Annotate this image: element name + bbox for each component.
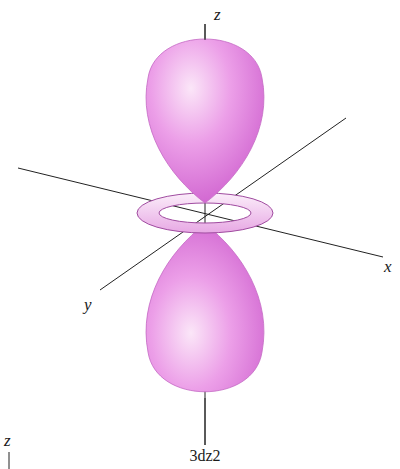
z-axis-bottom bbox=[205, 398, 206, 445]
axis-label: z bbox=[214, 6, 221, 23]
upper-lobe bbox=[146, 39, 264, 203]
orbital-name: 3dz2 bbox=[189, 448, 220, 464]
axis-label: y bbox=[84, 296, 92, 313]
axis-label: z bbox=[4, 432, 11, 449]
z-axis-top bbox=[205, 24, 206, 40]
z-axis-fragment bbox=[9, 452, 10, 469]
axes bbox=[9, 24, 383, 469]
axis-label: x bbox=[384, 258, 392, 275]
lower-lobe bbox=[146, 224, 264, 392]
